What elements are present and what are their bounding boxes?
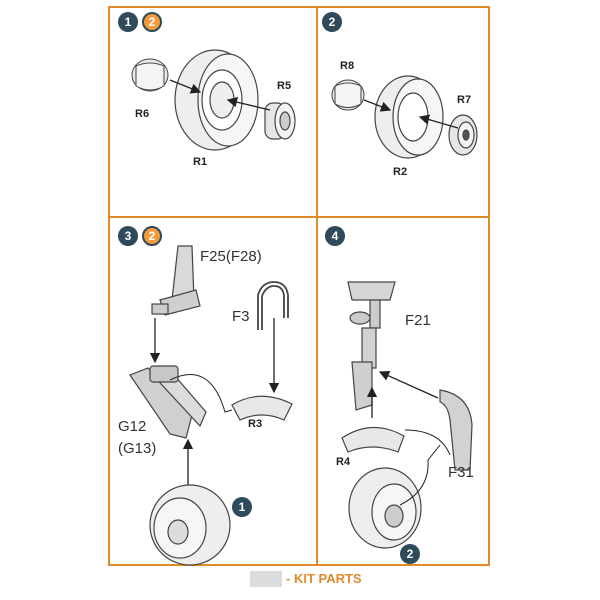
kit-parts-legend: - KIT PARTS	[286, 571, 362, 586]
label-f25-f28: F25(F28)	[200, 248, 262, 265]
step1-tire-r1	[174, 49, 259, 151]
step2-hub-r8	[331, 79, 365, 111]
label-r8: R8	[340, 60, 355, 72]
step4-cover-r4	[341, 426, 405, 453]
label-r1: R1	[193, 156, 208, 168]
kit-parts-swatch	[250, 571, 282, 587]
label-r6: R6	[135, 108, 150, 120]
step1-hub-r6	[131, 58, 169, 92]
step-1-sub-badge: 2	[142, 12, 162, 32]
step1-hub-r5	[264, 102, 296, 140]
step3-fork-g12	[129, 365, 207, 439]
step-3-callout-1: 1	[232, 497, 252, 517]
label-f31: F31	[448, 464, 474, 481]
label-r3: R3	[248, 418, 263, 430]
step-2-badge: 2	[322, 12, 342, 32]
step4-fork-f31	[439, 389, 473, 471]
label-g13: (G13)	[118, 440, 157, 457]
step3-strut-f25	[151, 245, 201, 316]
label-r7: R7	[457, 94, 472, 106]
step2-hub-r7	[448, 114, 478, 156]
step-3-sub-badge: 2	[142, 226, 162, 246]
label-f3: F3	[232, 308, 250, 325]
label-r4: R4	[336, 456, 351, 468]
label-f21: F21	[405, 312, 431, 329]
step-4-callout-2: 2	[400, 544, 420, 564]
step3-link-f3	[257, 281, 289, 330]
step4-wheel	[348, 467, 422, 549]
step3-wheel	[149, 484, 231, 566]
step-4-badge: 4	[325, 226, 345, 246]
label-r2: R2	[393, 166, 408, 178]
step4-strut-f21	[347, 281, 396, 411]
step-3-badge: 3	[118, 226, 138, 246]
panel-step-4-frame	[316, 216, 490, 566]
label-g12: G12	[118, 418, 147, 435]
step-1-badge: 1	[118, 12, 138, 32]
step2-tire-r2	[374, 75, 444, 159]
label-r5: R5	[277, 80, 292, 92]
step3-cover-r3	[231, 395, 293, 421]
